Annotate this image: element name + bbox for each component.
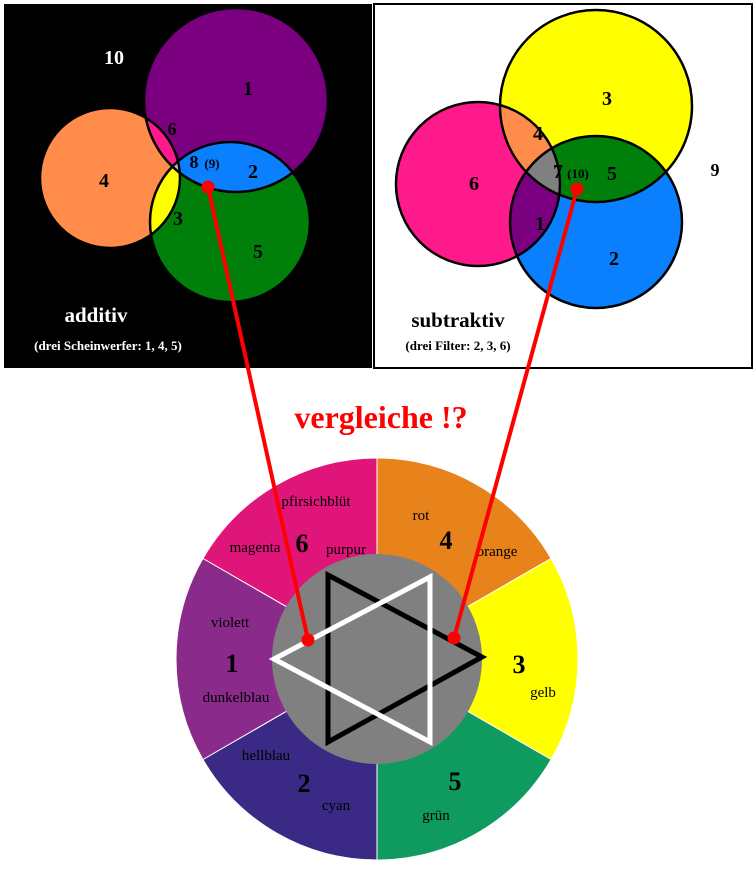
connector-subtractive	[452, 188, 579, 639]
subtractive-outside-number: 9	[711, 160, 720, 180]
segment-6-label-magenta: magenta	[230, 540, 281, 556]
subtractive-region-center-alt: (10)	[567, 166, 589, 181]
segment-1-number: 1	[226, 649, 239, 678]
segment-4-number: 4	[440, 526, 453, 555]
compare-label: vergleiche !?	[294, 399, 467, 435]
hexagram-dark-triangle	[325, 570, 488, 747]
additive-region-1: 1	[243, 78, 253, 100]
additive-region-4: 4	[99, 170, 109, 192]
segment-6-label-peach: pfirsichblüt	[281, 494, 351, 510]
segment-4-label-orange: orange	[477, 544, 518, 560]
segment-5-label-gruen: grün	[422, 808, 450, 824]
hexagram-light-triangle	[268, 572, 433, 747]
additive-title: additiv	[64, 303, 128, 327]
connector-additive-start-dot	[201, 180, 215, 194]
wheel-labels: pfirsichblüt magenta 6 purpur rot 4 oran…	[203, 494, 556, 824]
segment-3-number: 3	[513, 650, 526, 679]
connector-subtractive-start-dot	[570, 182, 584, 196]
subtractive-panel: 3 4 6 7 (10) 5 9 1 2 subtraktiv (drei Fi…	[373, 3, 753, 369]
additive-circle-1	[144, 8, 328, 192]
connectors	[201, 180, 584, 647]
additive-subtitle: (drei Scheinwerfer: 1, 4, 5)	[34, 338, 182, 353]
segment-2-label-hellblau: hellblau	[242, 748, 291, 764]
connector-subtractive-end-dot	[447, 631, 461, 645]
additive-panel: 10 1 6 4 8 (9) 2 3 5 additiv (drei Schei…	[4, 4, 372, 368]
subtractive-region-6: 6	[469, 173, 479, 195]
additive-circle-4	[40, 108, 180, 248]
additive-region-center: 8	[190, 152, 199, 172]
segment-4-label-rot: rot	[413, 508, 430, 524]
additive-region-6: 6	[168, 119, 177, 139]
segment-6-label-purpur: purpur	[326, 542, 366, 558]
segment-2-number: 2	[298, 769, 311, 798]
additive-region-5: 5	[253, 241, 263, 263]
subtractive-region-2: 2	[609, 248, 619, 270]
segment-2-label-cyan: cyan	[322, 798, 351, 814]
additive-region-3: 3	[173, 208, 183, 230]
additive-outside-number: 10	[104, 47, 124, 69]
connector-additive	[206, 186, 310, 641]
segment-1-label-violett: violett	[211, 615, 250, 631]
wheel-hub	[272, 554, 482, 764]
subtractive-overlap-center	[510, 136, 560, 202]
segment-1-label-dunkelblau: dunkelblau	[203, 690, 270, 706]
subtractive-title: subtraktiv	[411, 308, 505, 332]
subtractive-region-1: 1	[535, 213, 545, 235]
subtractive-region-5: 5	[607, 163, 617, 185]
connector-additive-end-dot	[301, 633, 315, 647]
segment-6-number: 6	[296, 529, 309, 558]
additive-region-center-alt: (9)	[204, 156, 219, 171]
additive-region-2: 2	[248, 161, 258, 183]
subtractive-region-center: 7	[553, 161, 563, 183]
subtractive-subtitle: (drei Filter: 2, 3, 6)	[405, 338, 510, 353]
segment-3-label-gelb: gelb	[530, 685, 556, 701]
subtractive-region-3: 3	[602, 88, 612, 110]
subtractive-region-4: 4	[533, 123, 543, 145]
segment-5-number: 5	[449, 767, 462, 796]
